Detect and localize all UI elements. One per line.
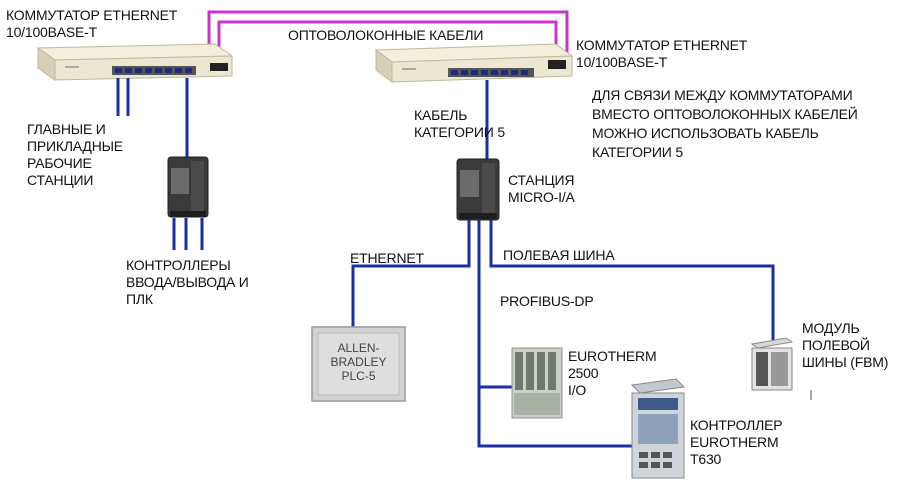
ethernet-switch-left	[36, 43, 234, 81]
cat5-cable-label: КАБЕЛЬ КАТЕГОРИИ 5	[414, 107, 505, 140]
cable-note-text: ДЛЯ СВЯЗИ МЕЖДУ КОММУТАТОРАМИ ВМЕСТО ОПТ…	[592, 87, 858, 160]
fieldbus-module-label: МОДУЛЬ ПОЛЕВОЙ ШИНЫ (FBM)	[802, 320, 889, 370]
fiber-cable-inner	[217, 20, 558, 66]
io-controllers-label: КОНТРОЛЛЕРЫ ВВОДА/ВЫВОДА И ПЛК	[126, 257, 249, 307]
plc-label: ALLEN- BRADLEY PLC-5	[330, 341, 387, 383]
micro-ia-station-unit	[456, 158, 500, 221]
eurotherm-2500-io-unit	[511, 347, 563, 419]
eurotherm-io-label: EUROTHERM 2500 I/O	[568, 348, 657, 398]
fieldbus-cable	[489, 220, 775, 340]
workstations-label: ГЛАВНЫЕ И ПРИКЛАДНЫЕ РАБОЧИЕ СТАНЦИИ	[27, 121, 123, 188]
switch-right-label: КОММУТАТОР ETHERNET 10/100BASE-T	[576, 37, 748, 70]
profibus-cable	[477, 220, 632, 448]
ethernet-cable-lines	[116, 78, 775, 448]
fieldbus-module-unit	[750, 337, 812, 400]
eurotherm-controller-label: КОНТРОЛЛЕР EUROTHERM T630	[690, 417, 783, 467]
ethernet-label: ETHERNET	[350, 250, 424, 266]
fieldbus-label: ПОЛЕВАЯ ШИНА	[503, 247, 615, 263]
fiber-cables-label: ОПТОВОЛОКОННЫЕ КАБЕЛИ	[288, 27, 484, 43]
allen-bradley-plc-box	[311, 326, 406, 402]
fiber-cable-lines	[207, 10, 569, 66]
switch-left-label: КОММУТАТОР ETHERNET 10/100BASE-T	[6, 7, 178, 40]
micro-ia-station-label: СТАНЦИЯ MICRO-I/A	[508, 172, 575, 205]
fiber-cable-outer	[207, 10, 569, 66]
io-controller-unit	[167, 156, 209, 218]
eurotherm-t630-controller-unit	[630, 378, 686, 479]
ethernet-to-plc-cable	[351, 220, 471, 327]
ethernet-switch-right	[374, 43, 574, 83]
profibus-label: PROFIBUS-DP	[500, 293, 594, 309]
